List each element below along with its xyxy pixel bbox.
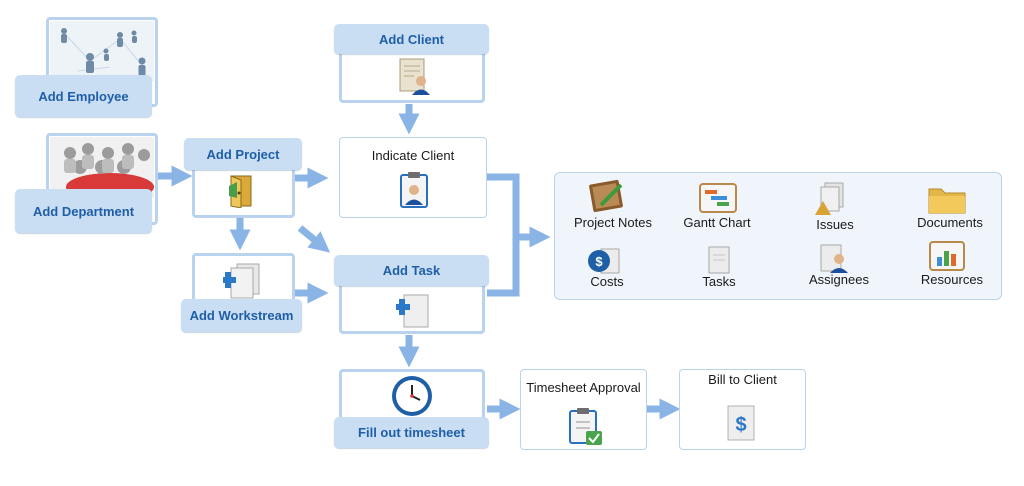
door-open-icon	[227, 174, 257, 213]
bracket-to-panel	[487, 173, 520, 297]
add-project-label[interactable]: Add Project	[184, 138, 302, 170]
clipboard-client-icon	[398, 172, 432, 215]
svg-text:$: $	[735, 414, 746, 436]
add-employee-label[interactable]: Add Employee	[15, 75, 152, 117]
svg-text:$: $	[595, 254, 603, 269]
tasks-label[interactable]: Tasks	[702, 274, 736, 289]
client-form-icon	[394, 57, 434, 102]
resources-icon	[929, 241, 965, 278]
documents-label[interactable]: Documents	[917, 215, 983, 230]
costs-label[interactable]: Costs	[590, 274, 624, 289]
indicate-client-title: Indicate Client	[371, 148, 455, 163]
assignees-icon	[817, 243, 851, 280]
clock-icon	[390, 374, 434, 423]
clipboard-check-icon	[567, 408, 607, 453]
tasks-icon	[705, 245, 733, 280]
project-notes-label[interactable]: Project Notes	[573, 215, 653, 230]
add-client-label[interactable]: Add Client	[334, 24, 489, 54]
project-features-panel: Project Notes Gantt Chart Issues Documen…	[554, 172, 1002, 300]
invoice-dollar-icon: $	[724, 404, 760, 449]
costs-icon: $	[587, 245, 623, 282]
notebook-icon	[587, 179, 627, 218]
fill-timesheet-label[interactable]: Fill out timesheet	[334, 417, 489, 448]
people-network-image	[50, 21, 154, 81]
assignees-label[interactable]: Assignees	[809, 272, 869, 287]
timesheet-approval-title: Timesheet Approval	[526, 380, 641, 395]
issues-icon	[813, 181, 849, 222]
bill-to-client-title: Bill to Client	[708, 372, 777, 387]
add-task-icon	[394, 291, 436, 336]
gantt-chart-icon	[699, 183, 737, 218]
bill-to-client-card[interactable]: Bill to Client $	[679, 369, 806, 450]
folder-icon	[927, 183, 967, 220]
add-task-label[interactable]: Add Task	[334, 255, 489, 286]
department-crowd-image	[50, 137, 154, 197]
resources-label[interactable]: Resources	[920, 272, 984, 287]
indicate-client-card[interactable]: Indicate Client	[339, 137, 487, 218]
add-workstream-label[interactable]: Add Workstream	[181, 299, 302, 332]
gantt-chart-label[interactable]: Gantt Chart	[683, 215, 751, 230]
timesheet-approval-card[interactable]: Timesheet Approval	[520, 369, 647, 450]
issues-label[interactable]: Issues	[816, 217, 854, 232]
arrow-project-to-task	[297, 225, 331, 253]
add-department-label[interactable]: Add Department	[15, 189, 152, 233]
add-document-icon	[220, 260, 263, 309]
